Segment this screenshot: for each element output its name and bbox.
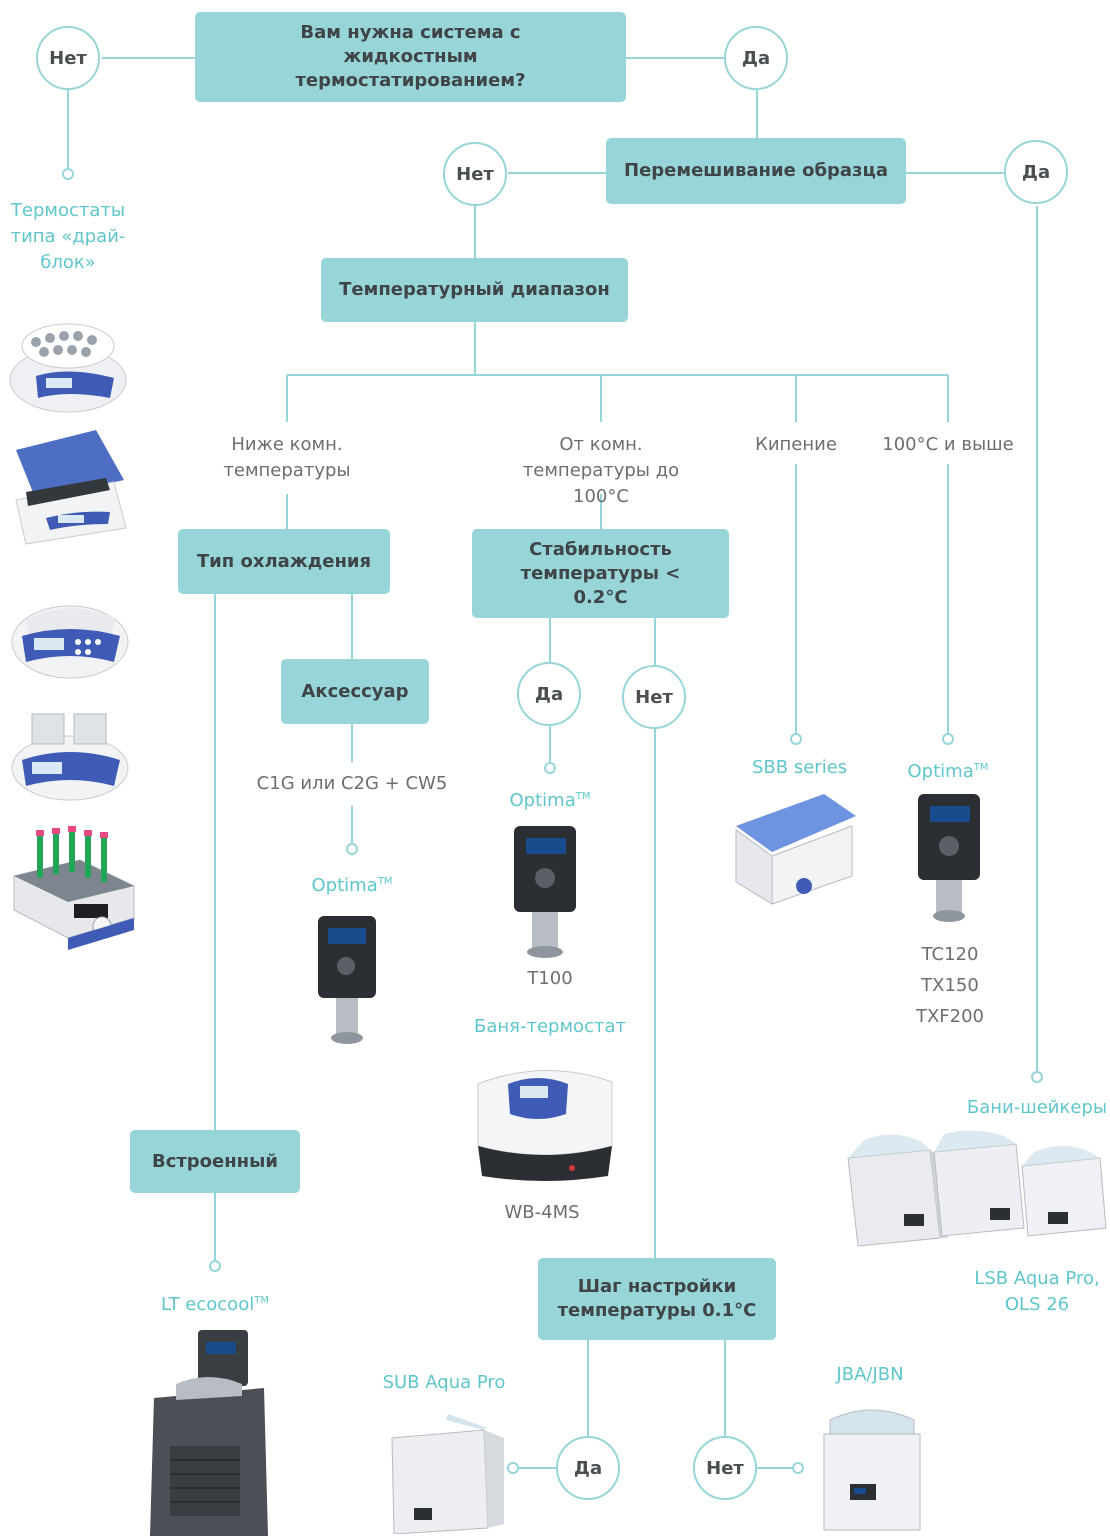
- optima-label: OptimaTM: [311, 875, 393, 896]
- liquid-thermostat-question-box: Вам нужна система с жидкостным термостат…: [195, 12, 626, 102]
- answer-yes-circle: Да: [556, 1436, 620, 1500]
- jba-jbn-label: JBA/JBN: [836, 1364, 904, 1385]
- answer-no-label: Нет: [706, 1457, 744, 1479]
- sbb-bath-image: [735, 794, 856, 905]
- shaker-baths-label: Бани-шейкеры: [966, 1097, 1108, 1118]
- answer-no-circle: Нет: [443, 142, 507, 206]
- range-above-100: 100°C и выше: [882, 434, 1014, 455]
- sub-aqua-pro-bath-image: [391, 1414, 504, 1534]
- stability-text: Стабильность температуры < 0.2°C: [520, 538, 681, 608]
- answer-yes-label: Да: [534, 683, 564, 705]
- lsb-line-1: LSB Aqua Pro,: [974, 1268, 1100, 1289]
- accessory-codes: C1G или C2G + CW5: [256, 773, 448, 794]
- dry-block-label: Термостаты типа «драй-блок»: [10, 200, 126, 273]
- answer-yes-label: Да: [573, 1457, 603, 1479]
- sub-aqua-pro-label: SUB Aqua Pro: [382, 1372, 506, 1393]
- optima-label: OptimaTM: [509, 790, 591, 811]
- optima-circulator-image: [318, 916, 376, 1044]
- lt-ecocool-chiller-image: [150, 1330, 268, 1536]
- optima-circulator-image: [918, 794, 980, 922]
- range-room-to-100: От комн. температуры до 100°C: [522, 434, 680, 507]
- answer-no-circle: Нет: [693, 1436, 757, 1500]
- dry-block-device-image: [11, 713, 129, 801]
- dry-block-device-image: [9, 323, 127, 413]
- answer-no-circle: Нет: [36, 26, 100, 90]
- temp-step-box: Шаг настройки температуры 0.1°C: [538, 1258, 776, 1340]
- builtin-text: Встроенный: [151, 1150, 279, 1172]
- answer-yes-circle: Да: [1004, 140, 1068, 204]
- answer-no-label: Нет: [49, 47, 87, 69]
- cooling-type-box: Тип охлаждения: [178, 529, 390, 594]
- range-below-room: Ниже комн. температуры: [223, 434, 351, 481]
- answer-no-circle: Нет: [622, 665, 686, 729]
- shaker-baths-image: [847, 1130, 1107, 1247]
- optima-label: OptimaTM: [907, 761, 989, 782]
- range-boiling: Кипение: [755, 434, 837, 455]
- cooling-type-text: Тип охлаждения: [196, 550, 372, 572]
- model-wb4ms: WB-4MS: [504, 1202, 580, 1223]
- jba-jbn-bath-image: [823, 1409, 921, 1531]
- sample-mixing-text: Перемешивание образца: [624, 160, 888, 181]
- model-t100: T100: [527, 968, 573, 989]
- optima-circulator-image: [514, 826, 576, 958]
- dry-block-device-image: [13, 826, 135, 950]
- model-tc120: TC120: [921, 944, 979, 965]
- dry-block-device-image: [15, 430, 127, 545]
- sbb-series-label: SBB series: [752, 757, 848, 778]
- model-txf200: TXF200: [915, 1006, 985, 1027]
- answer-no-label: Нет: [635, 686, 673, 708]
- temp-step-text: Шаг настройки температуры 0.1°C: [557, 1276, 757, 1321]
- model-tx150: TX150: [921, 975, 979, 996]
- temp-range-text: Температурный диапазон: [339, 279, 610, 300]
- temp-range-box: Температурный диапазон: [321, 258, 628, 322]
- liquid-thermostat-question-text: Вам нужна система с жидкостным термостат…: [295, 22, 526, 91]
- accessory-text: Аксессуар: [301, 680, 409, 702]
- answer-yes-label: Да: [741, 47, 771, 69]
- stability-box: Стабильность температуры < 0.2°C: [472, 529, 729, 618]
- dry-block-device-image: [11, 605, 129, 679]
- answer-yes-circle: Да: [517, 662, 581, 726]
- answer-no-label: Нет: [456, 163, 494, 185]
- lsb-line-2: OLS 26: [1004, 1294, 1070, 1315]
- answer-yes-label: Да: [1021, 161, 1051, 183]
- builtin-box: Встроенный: [130, 1130, 300, 1193]
- bath-thermostat-label: Баня-термостат: [474, 1016, 626, 1037]
- wb4ms-bath-image: [477, 1070, 613, 1181]
- accessory-box: Аксессуар: [281, 659, 429, 724]
- answer-yes-circle: Да: [724, 26, 788, 90]
- lt-ecocool-label: LT ecocoolTM: [161, 1294, 269, 1315]
- sample-mixing-box: Перемешивание образца: [606, 138, 906, 204]
